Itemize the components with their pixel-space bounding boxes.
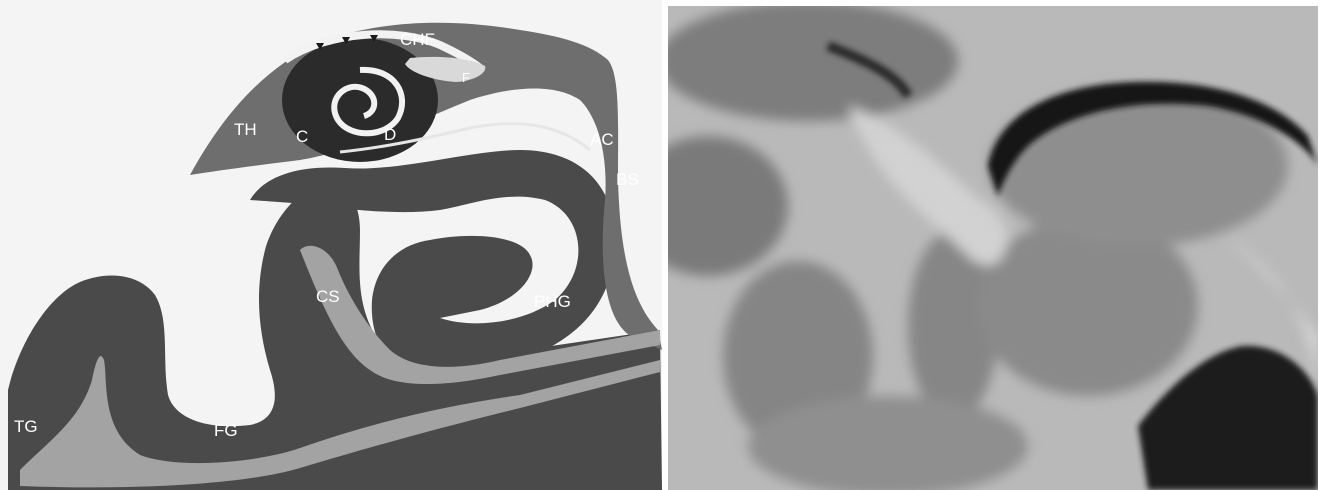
label-c: C [296, 127, 308, 146]
hippocampus-schematic: CHF F TH C D AC BS CS PHG TG FG [0, 0, 662, 490]
label-fg: FG [214, 421, 238, 440]
mri-image-panel [668, 6, 1318, 490]
label-tg: TG [14, 417, 38, 436]
mri-coronal-slice [668, 6, 1318, 490]
label-th: TH [234, 120, 257, 139]
label-cs: CS [316, 287, 340, 306]
schematic-diagram-panel: CHF F TH C D AC BS CS PHG TG FG [0, 0, 662, 490]
label-d: D [384, 125, 396, 144]
label-f: F [462, 70, 470, 85]
label-ac: AC [590, 130, 614, 149]
label-chf: CHF [400, 30, 435, 49]
label-phg: PHG [534, 292, 571, 311]
label-bs: BS [616, 170, 639, 189]
